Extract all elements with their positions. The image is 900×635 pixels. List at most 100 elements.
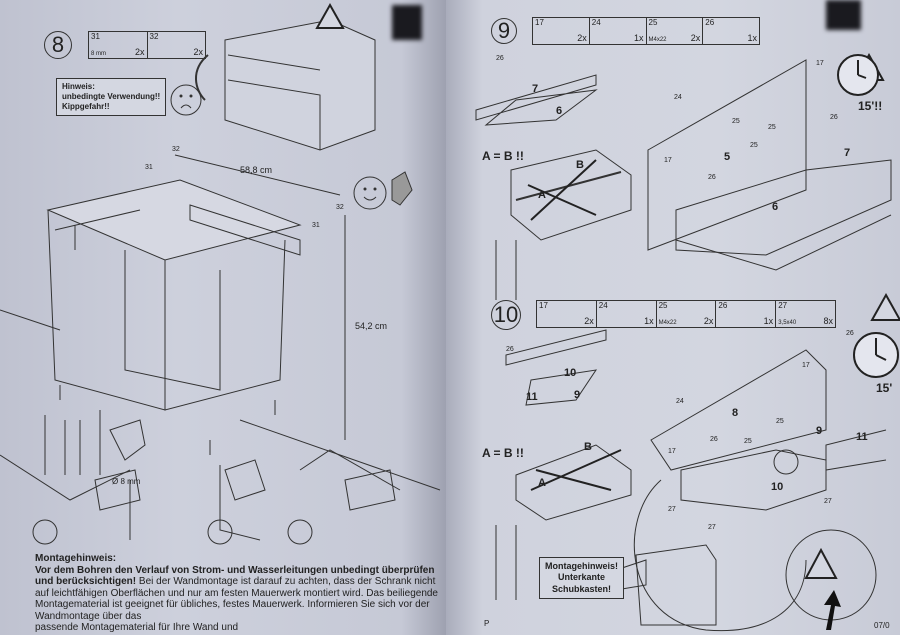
part-size: 3,5x40: [778, 320, 797, 326]
part-callout: B: [576, 159, 584, 171]
part-callout: 7: [844, 147, 851, 159]
step-8-parts-box: 31 8 mm 2x 32 2x: [88, 31, 206, 59]
part-callout: 25: [744, 438, 752, 445]
part-size: 8 mm: [91, 51, 106, 57]
steps-9-10-illustration: [475, 52, 900, 632]
part-number: 17: [539, 301, 548, 310]
part-callout: 27: [824, 498, 832, 505]
part-qty: 1x: [747, 33, 757, 43]
part-callout: 6: [772, 201, 779, 213]
part-qty: 2x: [193, 47, 203, 57]
part-callout: 8: [732, 407, 739, 419]
part-callout: 26: [830, 114, 838, 121]
part-number: 26: [718, 301, 728, 310]
part-callout: 24: [676, 398, 684, 405]
footer-right: 07/0: [874, 621, 890, 630]
step-9-number: 9: [491, 18, 517, 44]
part-number: 25: [658, 301, 668, 310]
note-line: Schubkasten!: [552, 583, 612, 594]
part-callout: 10: [564, 367, 577, 379]
warning-note: Hinweis:unbedingte Verwendung!!Kippgefah…: [56, 78, 167, 116]
part-callout: 26: [506, 346, 514, 353]
note-line: unbedingte Verwendung!!: [62, 92, 161, 101]
callout: 32: [172, 146, 180, 153]
part-callout: 5: [724, 151, 731, 163]
note-line: Kippgefahr!!: [62, 102, 110, 111]
step-10-time: 15': [876, 381, 893, 395]
step-9-time: 15'!!: [858, 99, 883, 113]
part-number: 17: [535, 18, 544, 27]
part-31: 31 8 mm 2x: [89, 32, 148, 58]
part-callout: 26: [710, 436, 718, 443]
instructions-heading: Montagehinweis:: [35, 553, 117, 564]
instructions-cut-line: passende Montagematerial für Ihre Wand u…: [35, 622, 239, 633]
part-callout: A: [538, 189, 546, 201]
part-number: 24: [598, 301, 608, 310]
photo-smudge: [826, 0, 861, 30]
step-10-number: 10: [491, 300, 521, 330]
part-callout: 26: [708, 174, 716, 181]
part-number: 25: [648, 18, 658, 27]
part-callout: 25: [776, 418, 784, 425]
left-page: 8 31 8 mm 2x 32 2x Hinweis:unbedingte Verwe…: [0, 0, 446, 635]
part-callout: 26: [496, 55, 504, 62]
note-line: Montagehinweis!: [545, 561, 619, 571]
part-qty: 1x: [633, 33, 644, 43]
photo-smudge: [392, 5, 422, 40]
part-callout: 17: [664, 157, 672, 164]
part-callout: 27: [708, 524, 716, 531]
note-line: Unterkante: [558, 572, 606, 583]
step-10-equation: A = B !!: [482, 446, 524, 460]
part-callout: 11: [526, 391, 538, 403]
part-26: 26 1x: [703, 18, 759, 44]
part-callout: 9: [574, 389, 581, 401]
callout: 31: [145, 164, 153, 171]
instructions-body: Bei der Wandmontage ist darauf zu achten…: [35, 576, 438, 622]
part-qty: 2x: [703, 316, 714, 326]
drill-size-label: Ø 8 mm: [112, 477, 141, 486]
part-qty: 2x: [577, 33, 587, 43]
callout: 32: [336, 204, 344, 211]
part-number: 27: [778, 301, 788, 310]
part-callout: 17: [668, 448, 676, 455]
part-number: 32: [149, 32, 159, 41]
callout: 31: [312, 222, 320, 229]
part-callout: 27: [668, 506, 676, 513]
part-qty: 2x: [134, 47, 145, 57]
part-17: 17 2x: [533, 18, 590, 44]
part-callout: 7: [532, 83, 539, 95]
width-dimension: 58,8 cm: [240, 165, 273, 175]
height-dimension: 54,2 cm: [355, 321, 388, 331]
part-number: 24: [591, 18, 601, 27]
part-24: 24 1x: [597, 301, 657, 327]
part-callout: 25: [750, 142, 758, 149]
part-27: 27 3,5x40 8x: [776, 301, 835, 327]
part-callout: 11: [856, 431, 868, 443]
assembly-instructions-text: Montagehinweis: Vor dem Bohren den Verla…: [35, 553, 440, 634]
part-callout: 9: [816, 425, 823, 437]
part-number: 26: [705, 18, 715, 27]
part-24: 24 1x: [590, 18, 647, 44]
part-callout: 6: [556, 105, 563, 117]
step-8-number: 8: [44, 31, 72, 59]
part-callout: A: [538, 477, 546, 489]
part-callout: 25: [732, 118, 740, 125]
part-qty: 1x: [644, 316, 654, 326]
part-qty: 8x: [823, 316, 833, 326]
step-9-equation: A = B !!: [482, 149, 524, 163]
note-line: Hinweis:: [62, 82, 95, 91]
part-callout: 26: [846, 330, 854, 337]
part-size: M4x22: [658, 320, 677, 326]
part-number: 31: [91, 32, 100, 41]
instructions-warning: Vor dem Bohren den Verlauf von Strom- un…: [35, 564, 435, 588]
step8-illustration: [0, 2, 441, 545]
part-callout: 24: [674, 94, 682, 101]
